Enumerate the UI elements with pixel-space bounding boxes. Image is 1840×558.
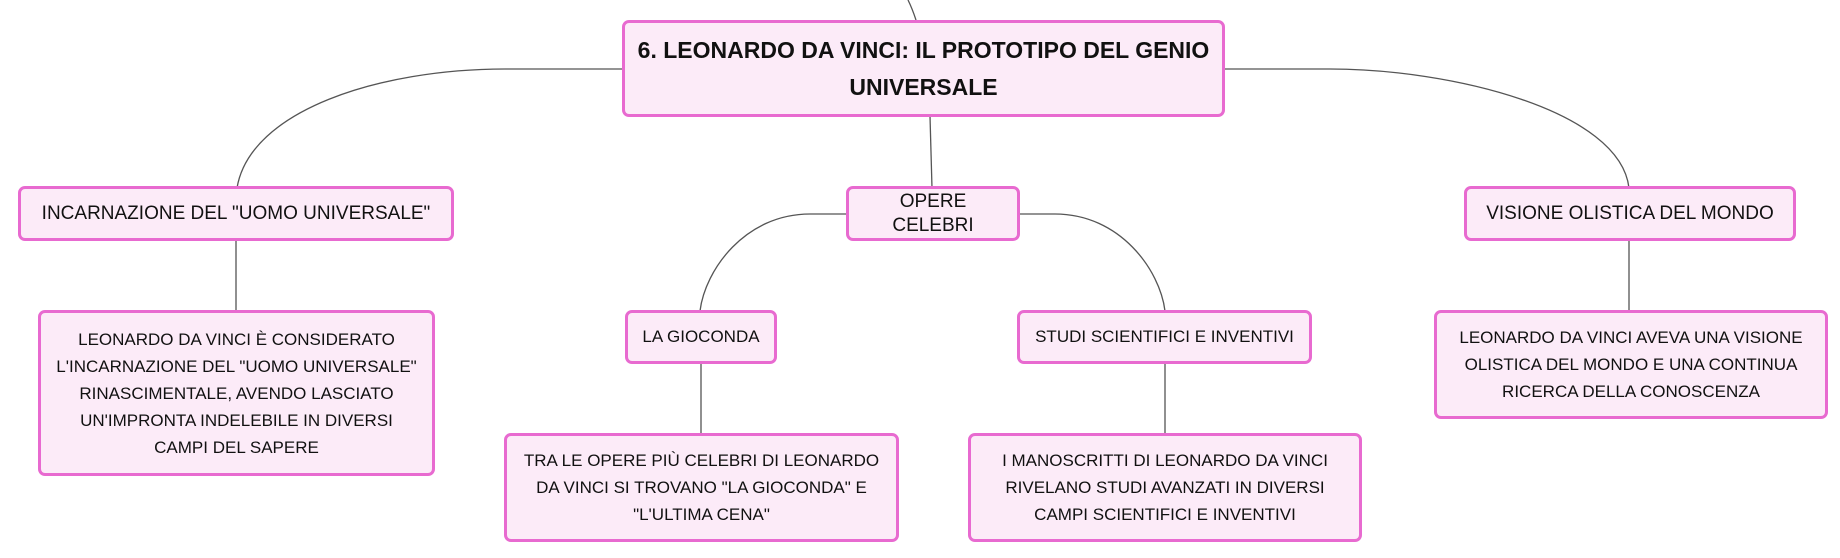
connector-opere-to-studi (1018, 213, 1166, 312)
detail-studi-scientifici[interactable]: I MANOSCRITTI DI LEONARDO DA VINCI RIVEL… (968, 433, 1362, 542)
connector-root-to-opere-celebri (929, 115, 933, 189)
connector-root-to-uomo-universale (236, 68, 622, 189)
detail-uomo-universale-text: LEONARDO DA VINCI È CONSIDERATO L'INCARN… (56, 329, 417, 457)
root-topic-label: 6. LEONARDO DA VINCI: IL PROTOTIPO DEL G… (637, 36, 1210, 100)
subtopic-gioconda[interactable]: LA GIOCONDA (625, 310, 777, 364)
detail-visione-olistica[interactable]: LEONARDO DA VINCI AVEVA UNA VISIONE OLIS… (1434, 310, 1828, 419)
topic-uomo-universale[interactable]: INCARNAZIONE DEL "UOMO UNIVERSALE" (18, 186, 454, 241)
connector-opere-to-gioconda (699, 213, 847, 312)
topic-visione-olistica-label: VISIONE OLISTICA DEL MONDO (1486, 202, 1774, 224)
detail-gioconda-text: TRA LE OPERE PIÙ CELEBRI DI LEONARDO DA … (523, 451, 880, 524)
connector-parent-to-root (907, 0, 917, 21)
detail-studi-scientifici-text: I MANOSCRITTI DI LEONARDO DA VINCI RIVEL… (1002, 451, 1328, 524)
topic-visione-olistica[interactable]: VISIONE OLISTICA DEL MONDO (1464, 186, 1796, 241)
topic-uomo-universale-label: INCARNAZIONE DEL "UOMO UNIVERSALE" (41, 202, 431, 224)
connector-root-to-visione-olistica (1223, 68, 1630, 189)
detail-uomo-universale[interactable]: LEONARDO DA VINCI È CONSIDERATO L'INCARN… (38, 310, 435, 476)
topic-opere-celebri-label: OPERE CELEBRI (892, 190, 974, 236)
root-topic[interactable]: 6. LEONARDO DA VINCI: IL PROTOTIPO DEL G… (622, 20, 1225, 117)
subtopic-gioconda-label: LA GIOCONDA (642, 327, 760, 346)
subtopic-studi-scientifici[interactable]: STUDI SCIENTIFICI E INVENTIVI (1017, 310, 1312, 364)
subtopic-studi-scientifici-label: STUDI SCIENTIFICI E INVENTIVI (1035, 327, 1294, 346)
detail-gioconda[interactable]: TRA LE OPERE PIÙ CELEBRI DI LEONARDO DA … (504, 433, 899, 542)
topic-opere-celebri[interactable]: OPERE CELEBRI (846, 186, 1020, 241)
detail-visione-olistica-text: LEONARDO DA VINCI AVEVA UNA VISIONE OLIS… (1459, 328, 1803, 401)
